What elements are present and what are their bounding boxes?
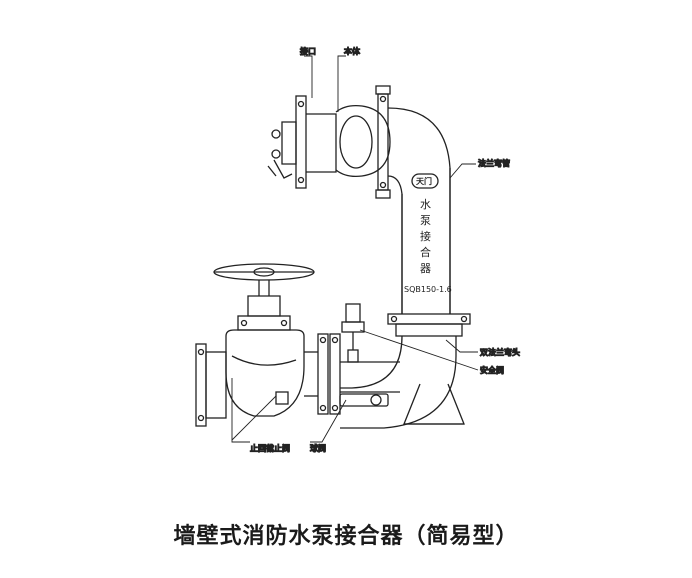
pipe-text-1: 水 (420, 198, 431, 211)
label-double-flange-elbow: 双法兰弯头 (480, 347, 520, 357)
label-check-valve: 止回截止阀 (250, 443, 290, 453)
pipe-text-2: 泵 (420, 214, 431, 227)
label-interface: 接口 (300, 46, 316, 56)
label-flange-elbow: 法兰弯管 (478, 158, 510, 168)
badge-text: 天门 (416, 176, 432, 186)
safety-valve (341, 303, 365, 363)
label-safety-valve: 安全阀 (480, 365, 504, 375)
pipe-text-4: 合 (420, 245, 431, 259)
pump-adapter-drawing: 接口 本体 法兰弯管 双法兰弯头 安全阀 止回截止阀 球阀 天门 水 泵 接 合… (195, 45, 521, 454)
model-number: SQB150-1.6 (404, 285, 452, 294)
horizontal-pipe (317, 333, 400, 415)
pipe-text-3: 接 (420, 230, 431, 243)
check-stop-valve (195, 263, 318, 427)
label-body: 本体 (344, 46, 360, 56)
brand-badge: 天门 (411, 173, 439, 189)
leader-lines (231, 55, 479, 443)
double-flange-elbow (340, 323, 465, 429)
interface-head (267, 85, 391, 199)
label-ball-valve: 球阀 (310, 443, 326, 453)
pipe-text-5: 器 (420, 262, 431, 275)
figure-caption: 墙壁式消防水泵接合器（简易型） (173, 523, 519, 549)
